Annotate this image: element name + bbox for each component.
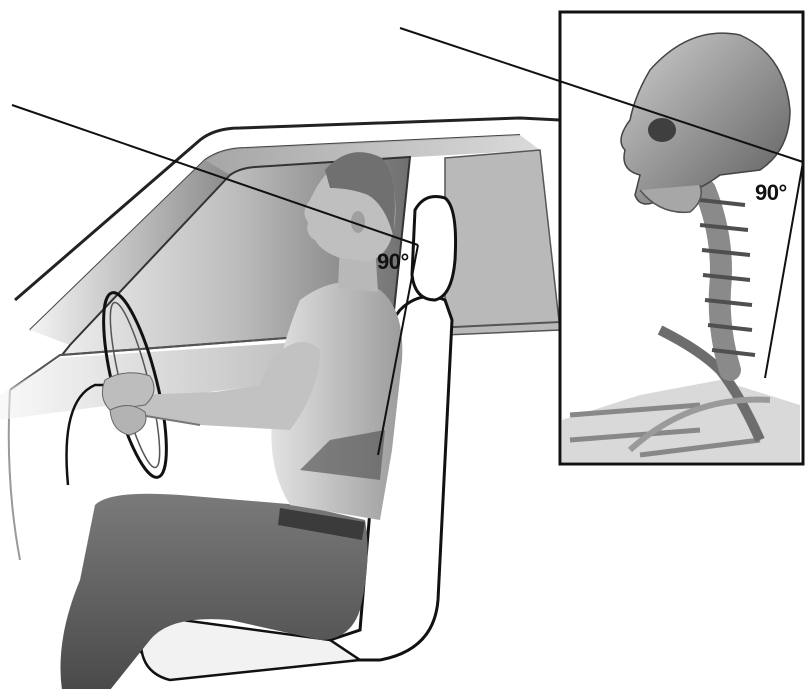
main-angle-label: 90°: [377, 249, 409, 275]
car-frame: [0, 118, 560, 560]
inset-angle-label: 90°: [755, 180, 787, 206]
